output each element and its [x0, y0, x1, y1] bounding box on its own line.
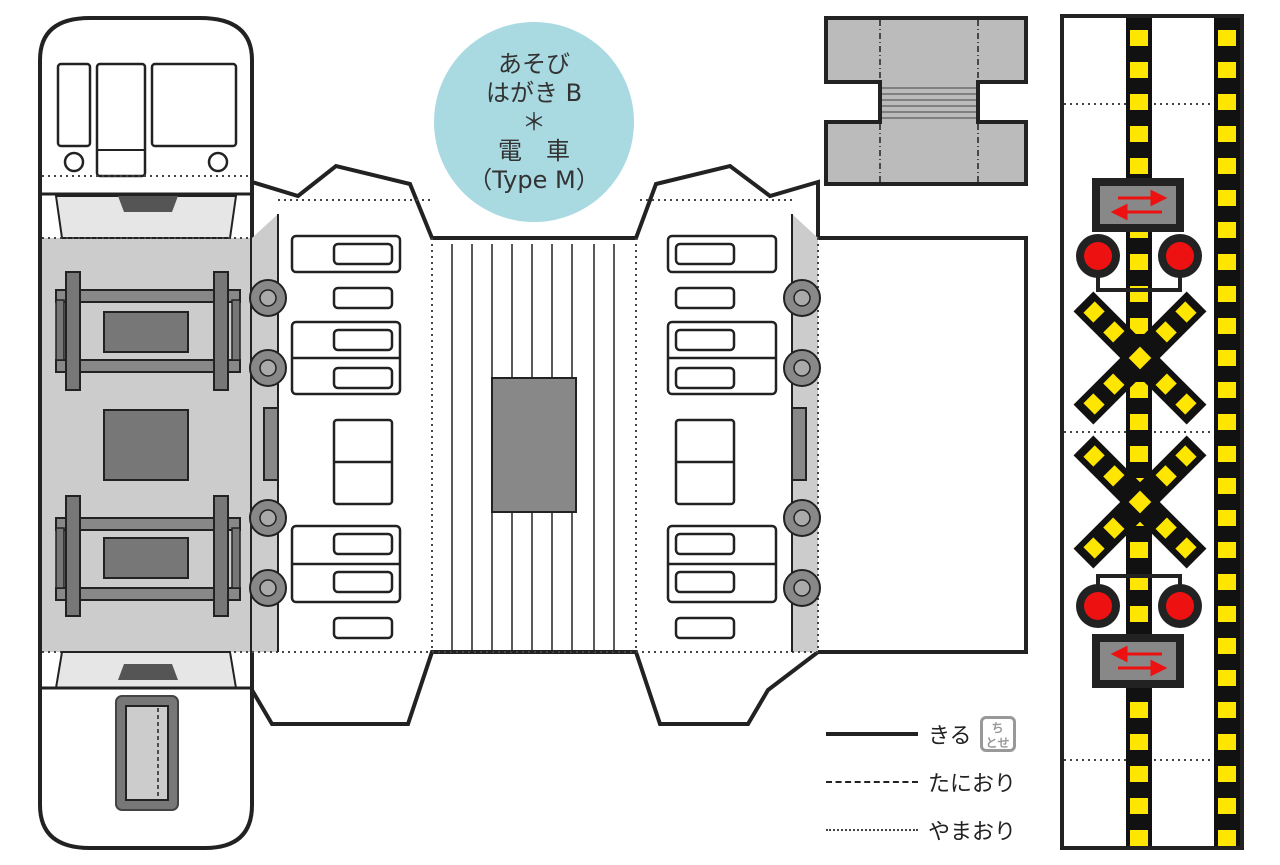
valley-fold-line-sample: [826, 781, 918, 783]
stand-piece: [824, 16, 1028, 186]
pole-stripe: [1218, 734, 1236, 750]
pole-stripe: [1218, 510, 1236, 526]
pole-stripe: [1130, 30, 1148, 46]
legend-valley-fold: たにおり: [826, 758, 1046, 806]
crossing-pole: [1126, 18, 1152, 846]
legend-valley-fold-label: たにおり: [928, 772, 1017, 797]
pole-stripe: [1130, 766, 1148, 782]
railroad-crossing-icon: [1073, 435, 1207, 688]
pole-stripe: [1130, 446, 1148, 462]
pole-stripe: [1218, 30, 1236, 46]
front-door-window: [95, 62, 147, 178]
wheels-left: [249, 279, 287, 607]
wheels-right: [783, 279, 821, 607]
bogie-front: [55, 271, 241, 391]
pole-stripe: [1218, 62, 1236, 78]
pole-stripe: [1218, 446, 1236, 462]
pole-stripe: [1218, 350, 1236, 366]
pole-stripe: [1218, 830, 1236, 846]
pole-stripe: [1218, 318, 1236, 334]
title-line-1: あそび: [498, 49, 570, 78]
edge-pole: [1214, 18, 1240, 846]
cut-line-sample: [826, 732, 918, 736]
bogie-rear: [55, 495, 241, 617]
title-line-4: 電 車: [498, 136, 570, 165]
pole-stripe: [1130, 254, 1148, 270]
headlight-left: [63, 151, 85, 173]
pole-stripe: [1218, 606, 1236, 622]
direction-arrow-icon: [1110, 645, 1168, 677]
pole-stripe: [1130, 830, 1148, 846]
pole-stripe: [1218, 286, 1236, 302]
title-line-3: ＊: [522, 107, 546, 136]
pole-stripe: [1130, 702, 1148, 718]
headlight-right: [207, 151, 229, 173]
side-windows-right: [666, 234, 778, 640]
pole-stripe: [1130, 382, 1148, 398]
pole-stripe: [1218, 574, 1236, 590]
pole-stripe: [1130, 734, 1148, 750]
front-back-strip: [38, 16, 254, 850]
pole-stripe: [1130, 158, 1148, 174]
front-window-right: [150, 62, 238, 148]
railroad-crossing-icon: [1073, 178, 1207, 425]
pole-stripe: [1130, 542, 1148, 558]
pole-stripe: [1218, 126, 1236, 142]
pole-stripe: [1130, 94, 1148, 110]
pole-stripe: [1218, 478, 1236, 494]
pole-stripe: [1130, 606, 1148, 622]
pole-stripe: [1218, 702, 1236, 718]
pole-stripe: [1130, 126, 1148, 142]
legend-mountain-fold-label: やまおり: [928, 820, 1017, 845]
pole-stripe: [1218, 254, 1236, 270]
pole-stripe: [1218, 158, 1236, 174]
legend-mountain-fold: やまおり: [826, 806, 1046, 854]
pole-stripe: [1218, 638, 1236, 654]
pole-stripe: [1218, 542, 1236, 558]
pole-stripe: [1218, 382, 1236, 398]
roof-unit: [491, 377, 577, 513]
pole-stripe: [1218, 766, 1236, 782]
front-window-left: [56, 62, 92, 148]
legend: きる ちとせ たにおり やまおり: [826, 710, 1046, 854]
title-badge: あそび はがき B ＊ 電 車 （Type M）: [434, 22, 634, 222]
legend-cut-label: きる: [928, 724, 972, 749]
pole-stripe: [1130, 414, 1148, 430]
side-windows-left: [290, 234, 402, 640]
pole-stripe: [1130, 798, 1148, 814]
pole-stripe: [1218, 798, 1236, 814]
pole-stripe: [1218, 670, 1236, 686]
railroad-crossing-strip: [1060, 14, 1244, 850]
legend-cut: きる ちとせ: [826, 710, 1046, 758]
pole-stripe: [1218, 414, 1236, 430]
title-line-2: はがき B: [485, 78, 583, 107]
pole-stripe: [1218, 190, 1236, 206]
pole-stripe: [1218, 94, 1236, 110]
pole-stripe: [1130, 62, 1148, 78]
mountain-fold-line-sample: [826, 829, 918, 831]
car-body-net: [249, 163, 1028, 726]
pole-stripe: [1218, 222, 1236, 238]
underfloor-box: [103, 409, 189, 481]
direction-arrow-icon: [1110, 189, 1168, 221]
seal-stamp-icon: ちとせ: [979, 716, 1016, 752]
pole-stripe: [1130, 318, 1148, 334]
title-line-5: （Type M）: [468, 165, 600, 194]
